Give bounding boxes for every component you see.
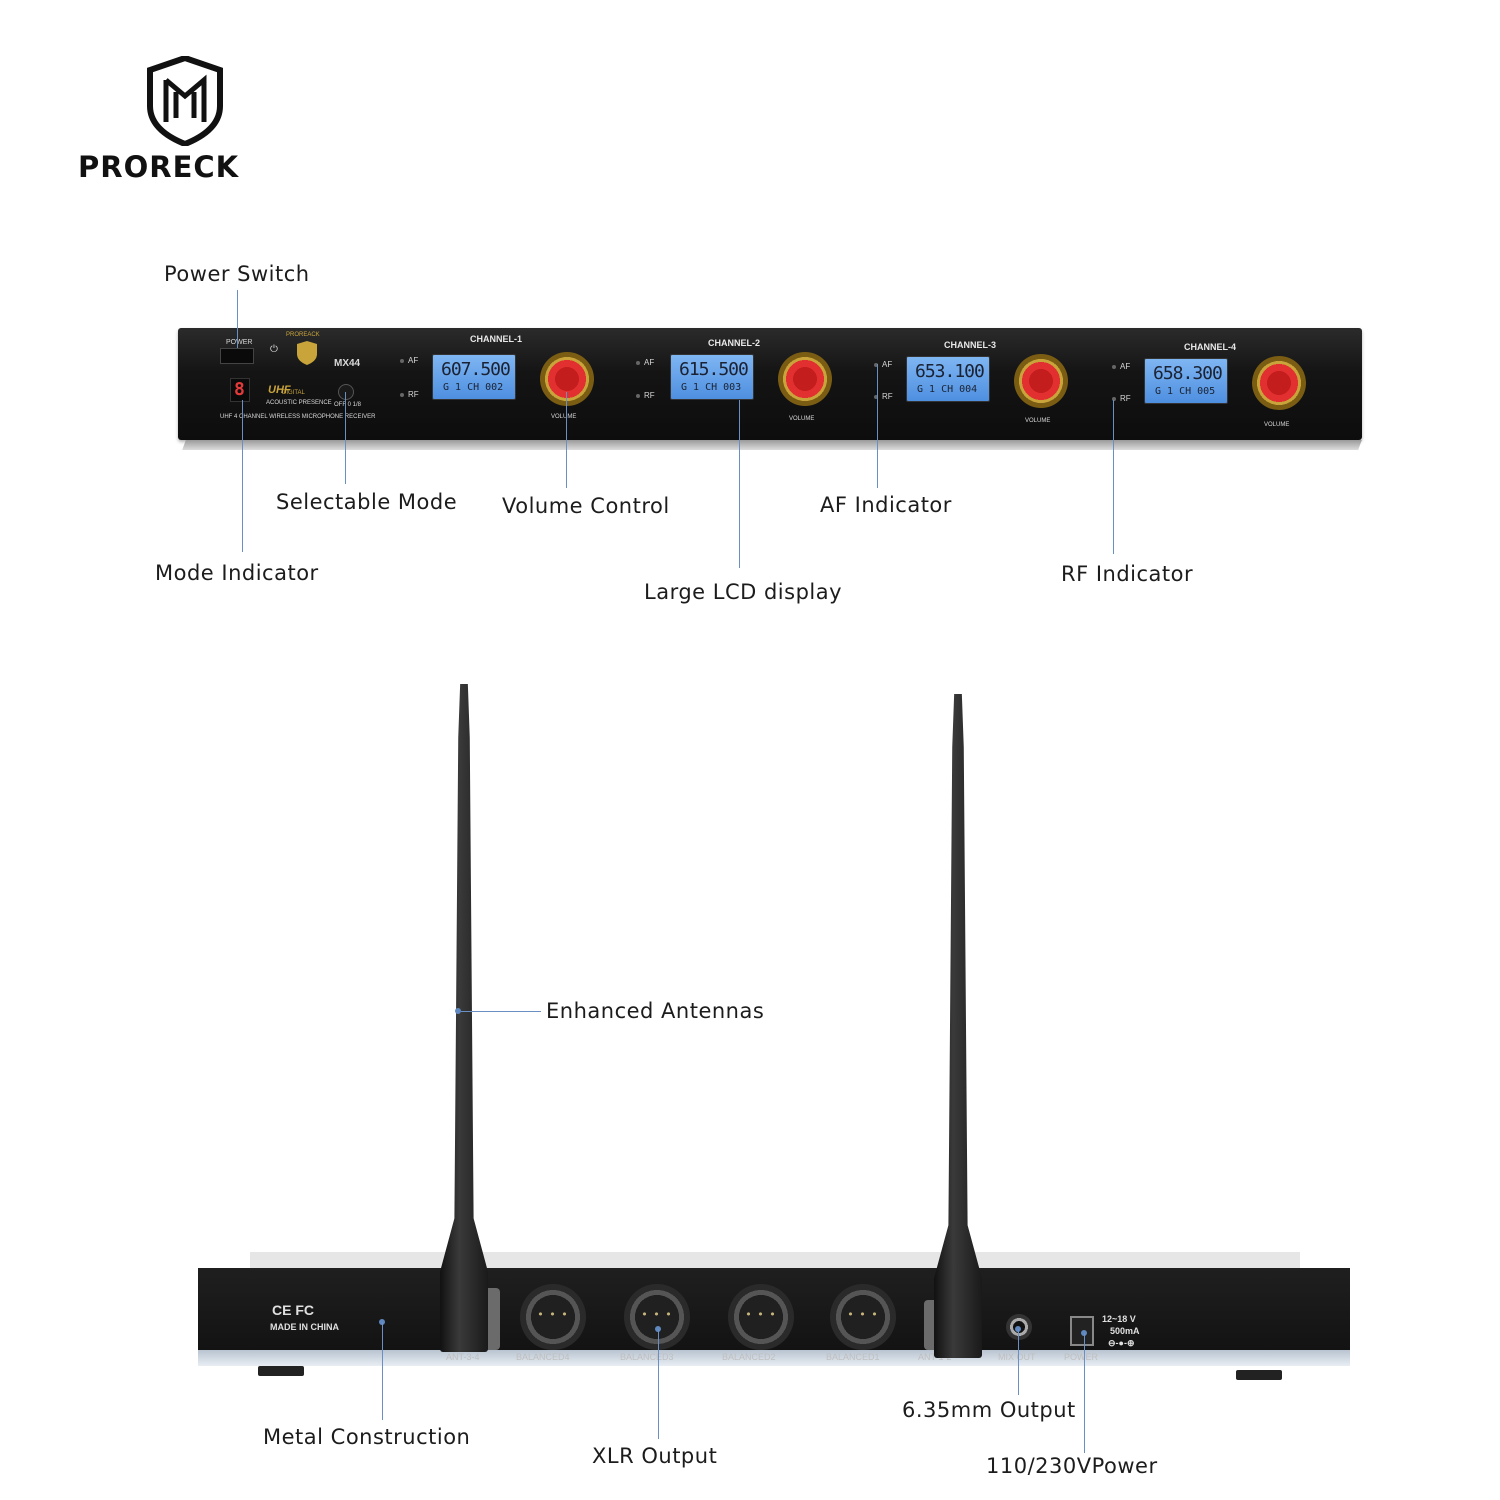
channel-2-lcd: 615.500 G 1 CH 003 (670, 354, 754, 400)
mode-digit: 8 (234, 379, 245, 400)
xlr-balanced4[interactable] (520, 1284, 586, 1350)
callout-line-antennas (461, 1011, 541, 1012)
channel-2-af: AF (636, 358, 654, 367)
mode-indicator-display: 8 (230, 378, 250, 402)
rear-foot-left (258, 1366, 304, 1376)
channel-3-volume-knob[interactable] (1014, 354, 1068, 408)
xlr-balanced2[interactable] (728, 1284, 794, 1350)
callout-line-af-indicator (877, 364, 878, 488)
callout-line-power (1084, 1333, 1085, 1453)
receiver-rear-panel: CE FC MADE IN CHINA 12~18 V 500mA ⊖-●-⊕ (198, 1268, 1350, 1356)
channel-2-frequency: 615.500 (679, 359, 749, 380)
channel-3-af: AF (874, 360, 892, 369)
channel-4-af: AF (1112, 362, 1130, 371)
channel-2-group-channel: G 1 CH 003 (681, 382, 742, 393)
polarity-symbol: ⊖-●-⊕ (1108, 1338, 1135, 1348)
channel-4-frequency: 658.300 (1153, 363, 1223, 384)
callout-line-rf-indicator (1113, 400, 1114, 554)
mode-switch-label: OFF 0 1/8 (334, 402, 362, 408)
selectable-mode-button[interactable] (338, 384, 354, 400)
callout-line-xlr (658, 1329, 659, 1439)
label-mix-out: MIX OUT (998, 1352, 1036, 1362)
callout-line-power-switch (237, 290, 238, 348)
rear-foot-right (1236, 1370, 1282, 1380)
receiver-line: UHF 4 CHANNEL WIRELESS MICROPHONE RECEIV… (220, 414, 376, 420)
made-in-label: MADE IN CHINA (270, 1322, 339, 1332)
digital-label: DIGITAL (282, 390, 305, 396)
uhf-label: UHF (268, 384, 291, 396)
channel-4-rf: RF (1112, 394, 1131, 403)
channel-4-volume-knob[interactable] (1252, 356, 1306, 410)
rear-panel-top (250, 1252, 1300, 1268)
channel-3-volume-label: VOLUME (1025, 418, 1051, 424)
channel-2-volume-knob[interactable] (778, 352, 832, 406)
callout-volume-control: Volume Control (502, 494, 670, 518)
channel-2-rf: RF (636, 391, 655, 400)
channel-1-lcd: 607.500 G 1 CH 002 (432, 354, 516, 400)
channel-1-group-channel: G 1 CH 002 (443, 382, 504, 393)
rear-panel-base: ANT-3-4 BALANCED4 BALANCED3 BALANCED2 BA… (198, 1350, 1350, 1366)
callout-selectable-mode: Selectable Mode (276, 490, 458, 514)
callout-line-selectable-mode (345, 392, 346, 484)
label-power: POWER (1064, 1352, 1099, 1362)
channel-3-group-channel: G 1 CH 004 (917, 384, 978, 395)
callout-line-volume-control (566, 392, 567, 488)
power-spec-voltage: 12~18 V (1102, 1314, 1136, 1324)
channel-1-frequency: 607.500 (441, 359, 511, 380)
label-balanced1: BALANCED1 (826, 1352, 880, 1362)
brand-shield-logo (147, 56, 223, 146)
power-switch[interactable] (220, 348, 254, 364)
channel-3-frequency: 653.100 (915, 361, 985, 382)
channel-3-lcd: 653.100 G 1 CH 004 (906, 356, 990, 402)
model-label: MX44 (334, 358, 361, 369)
callout-mode-indicator: Mode Indicator (155, 561, 319, 585)
xlr-balanced1[interactable] (830, 1284, 896, 1350)
callout-af-indicator: AF Indicator (820, 493, 952, 517)
callout-power-switch: Power Switch (164, 262, 310, 286)
small-shield-logo (297, 341, 317, 365)
power-spec-current: 500mA (1110, 1326, 1140, 1336)
power-label: POWER (226, 339, 253, 346)
channel-4-group-channel: G 1 CH 005 (1155, 386, 1216, 397)
label-balanced4: BALANCED4 (516, 1352, 570, 1362)
brand-wordmark: PRORECK (78, 150, 240, 184)
callout-635: 6.35mm Output (902, 1398, 1076, 1422)
acoustic-label: ACOUSTIC PRESENCE (266, 400, 332, 406)
channel-2-volume-label: VOLUME (789, 416, 815, 422)
label-ant34: ANT-3-4 (446, 1352, 480, 1362)
callout-line-metal (382, 1322, 383, 1420)
channel-1-title: CHANNEL-1 (470, 334, 523, 344)
callout-line-mode-indicator (242, 400, 243, 552)
channel-1-volume-label: VOLUME (551, 414, 577, 420)
callout-dot-antennas (455, 1008, 461, 1014)
callout-power: 110/230VPower (986, 1454, 1158, 1478)
front-panel-base (182, 440, 1362, 450)
label-balanced3: BALANCED3 (620, 1352, 674, 1362)
small-brand: PROREACK (286, 332, 320, 338)
ce-fc-marks: CE FC (272, 1302, 314, 1318)
channel-4-title: CHANNEL-4 (1184, 342, 1237, 352)
callout-line-lcd (739, 400, 740, 568)
xlr-balanced3[interactable] (624, 1284, 690, 1350)
power-icon: ⏻ (270, 344, 278, 355)
channel-4-volume-label: VOLUME (1264, 422, 1290, 428)
channel-3-title: CHANNEL-3 (944, 340, 997, 350)
channel-2-title: CHANNEL-2 (708, 338, 761, 348)
channel-4-lcd: 658.300 G 1 CH 005 (1144, 358, 1228, 404)
callout-metal: Metal Construction (263, 1425, 471, 1449)
label-balanced2: BALANCED2 (722, 1352, 776, 1362)
channel-3-rf: RF (874, 392, 893, 401)
callout-lcd: Large LCD display (644, 580, 843, 604)
channel-1-volume-knob[interactable] (540, 352, 594, 406)
antenna-right (934, 694, 982, 1358)
callout-rf-indicator: RF Indicator (1061, 562, 1194, 586)
receiver-front-panel: POWER ⏻ 8 PROREACK MX44 UHF DIGITAL ACOU… (178, 328, 1362, 440)
channel-1-rf: RF (400, 390, 419, 399)
antenna-left (440, 684, 488, 1352)
callout-antennas: Enhanced Antennas (546, 999, 765, 1023)
channel-1-af: AF (400, 356, 418, 365)
callout-xlr: XLR Output (592, 1444, 718, 1468)
callout-line-635 (1018, 1329, 1019, 1395)
